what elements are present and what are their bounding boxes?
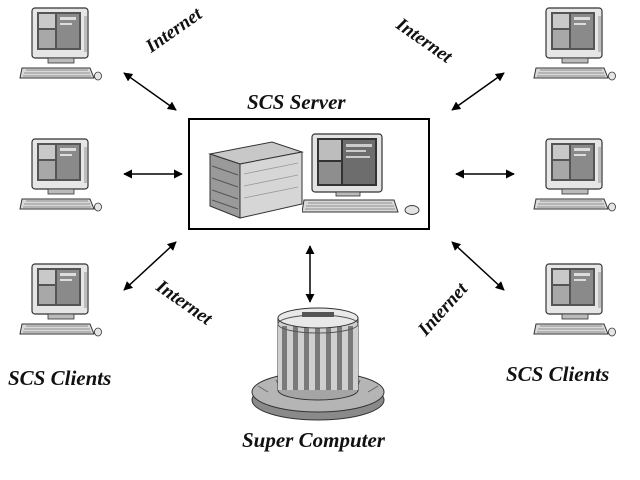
client-computer-right-bottom <box>532 262 616 342</box>
arrow-top-left <box>123 72 177 111</box>
server-box <box>188 118 430 230</box>
supercomputer-icon <box>251 307 385 421</box>
super-computer-label: Super Computer <box>242 428 385 452</box>
workstation-icon <box>302 133 420 215</box>
clients-label-right: SCS Clients <box>506 362 610 386</box>
client-computer-left-bottom <box>18 262 102 342</box>
client-computer-left-top <box>18 6 102 86</box>
arrow-top-right <box>451 72 505 111</box>
arrow-bottom-right <box>451 241 505 291</box>
clients-label-left: SCS Clients <box>8 366 112 390</box>
arrow-bottom-left <box>123 241 177 291</box>
server-label: SCS Server <box>247 90 346 114</box>
server-tower-icon <box>208 141 304 219</box>
client-computer-left-middle <box>18 137 102 217</box>
client-computer-right-middle <box>532 137 616 217</box>
client-computer-right-top <box>532 6 616 86</box>
